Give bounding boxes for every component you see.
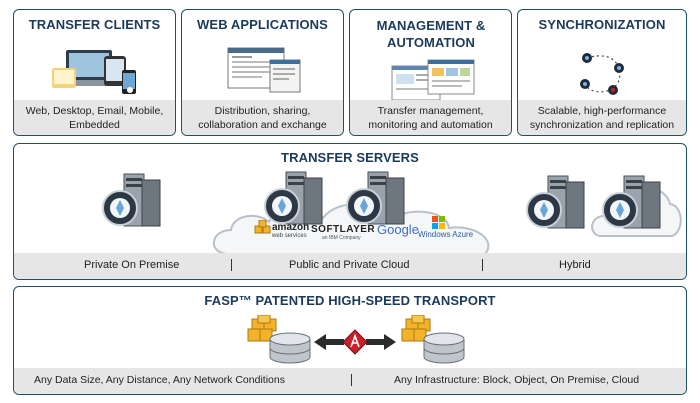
panel-caption: Web, Desktop, Email, Mobile, Embedded <box>14 100 175 135</box>
transport-caption-bar: Any Data Size, Any Distance, Any Network… <box>14 368 686 394</box>
panel-title: WEB APPLICATIONS <box>197 17 328 32</box>
data-store-icon <box>401 315 465 364</box>
panel-title: FASP™ PATENTED HIGH-SPEED TRANSPORT <box>204 293 496 308</box>
management-dashboard-icon <box>391 59 475 101</box>
panel-caption: Distribution, sharing, collaboration and… <box>182 100 343 135</box>
hybrid-cloud-server-icon <box>602 175 661 229</box>
bidirectional-arrow-icon <box>314 334 396 350</box>
infrastructure-label: Any Infrastructure: Block, Object, On Pr… <box>394 374 640 386</box>
panel-title: MANAGEMENT & AUTOMATION <box>376 18 486 50</box>
cloud-server-icon <box>264 171 323 225</box>
data-size-label: Any Data Size, Any Distance, Any Network… <box>34 374 285 386</box>
windows-azure-logo: Windows Azure <box>418 230 474 239</box>
windows-flag-icon <box>432 216 445 229</box>
panel-caption: Scalable, high-performance synchronizati… <box>518 100 686 135</box>
panel-title: TRANSFER SERVERS <box>281 150 419 165</box>
transfer-servers-panel: TRANSFER SERVERS amazon web s <box>13 143 687 280</box>
web-applications-panel: WEB APPLICATIONS Distribution, sharing, … <box>181 9 344 136</box>
aspera-logo-icon <box>342 329 368 355</box>
management-automation-panel: MANAGEMENT & AUTOMATION Transfer managem… <box>349 9 512 136</box>
cloud-server-icon <box>346 171 405 225</box>
client-devices-icon <box>52 50 136 94</box>
fasp-transport-panel: FASP™ PATENTED HIGH-SPEED TRANSPORT Any … <box>13 286 687 395</box>
private-on-premise-label: Private On Premise <box>84 259 180 271</box>
hybrid-label: Hybrid <box>559 259 591 271</box>
amazon-logo-sub: web services <box>272 233 307 239</box>
servers-caption-bar: Private On Premise Public and Private Cl… <box>14 253 686 279</box>
softlayer-logo-sub: an IBM Company <box>322 235 361 241</box>
hybrid-server-icon <box>526 175 585 229</box>
public-private-cloud-label: Public and Private Cloud <box>289 259 410 271</box>
google-logo: Google <box>377 222 419 237</box>
private-server-icon <box>102 173 161 227</box>
sync-nodes-icon <box>580 53 624 95</box>
caption-separator <box>482 259 483 271</box>
caption-separator <box>351 374 352 386</box>
amazon-logo: amazon <box>272 222 310 233</box>
synchronization-panel: SYNCHRONIZATION Scalable, high-performan… <box>517 9 687 136</box>
panel-title: SYNCHRONIZATION <box>538 17 666 32</box>
panel-title: TRANSFER CLIENTS <box>28 17 161 32</box>
panel-caption: Transfer management, monitoring and auto… <box>350 100 511 135</box>
caption-separator <box>231 259 232 271</box>
amazon-cubes-icon <box>254 220 271 234</box>
softlayer-logo: SOFTLAYER <box>311 224 376 235</box>
web-app-screens-icon <box>227 47 301 93</box>
data-store-icon <box>247 315 311 364</box>
transfer-clients-panel: TRANSFER CLIENTS Web, Desktop, Email, Mo… <box>13 9 176 136</box>
